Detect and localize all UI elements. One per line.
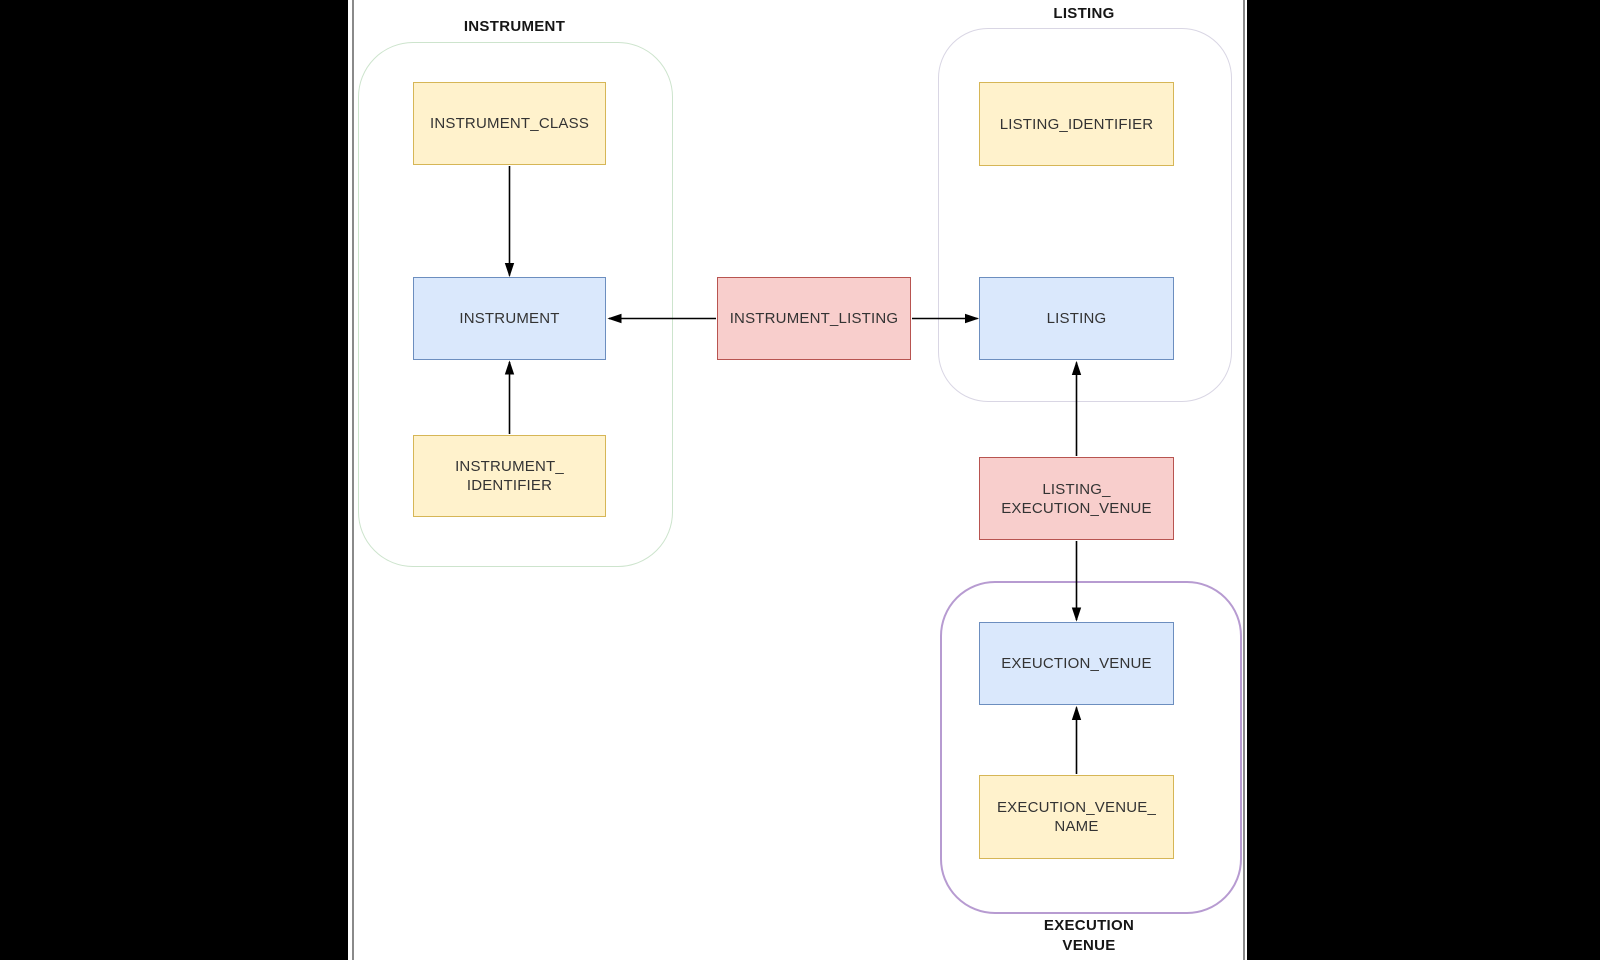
node-execution-venue-name: EXECUTION_VENUE_ NAME (979, 775, 1174, 859)
node-listing-execution-venue: LISTING_ EXECUTION_VENUE (979, 457, 1174, 540)
page-left-border (352, 0, 354, 960)
group-listing (938, 28, 1232, 402)
node-exeuction-venue: EXEUCTION_VENUE (979, 622, 1174, 705)
group-label-execution-venue: EXECUTION VENUE (1043, 917, 1135, 954)
node-instrument: INSTRUMENT (413, 277, 606, 360)
group-instrument (358, 42, 673, 567)
group-label-listing: LISTING (1053, 5, 1115, 22)
node-instrument-identifier: INSTRUMENT_ IDENTIFIER (413, 435, 606, 517)
node-listing-identifier: LISTING_IDENTIFIER (979, 82, 1174, 166)
node-instrument-listing: INSTRUMENT_LISTING (717, 277, 911, 360)
node-listing: LISTING (979, 277, 1174, 360)
group-execution-venue (940, 581, 1242, 914)
node-instrument-class: INSTRUMENT_CLASS (413, 82, 606, 165)
page-right-border (1243, 0, 1245, 960)
group-label-instrument: INSTRUMENT (463, 18, 566, 35)
